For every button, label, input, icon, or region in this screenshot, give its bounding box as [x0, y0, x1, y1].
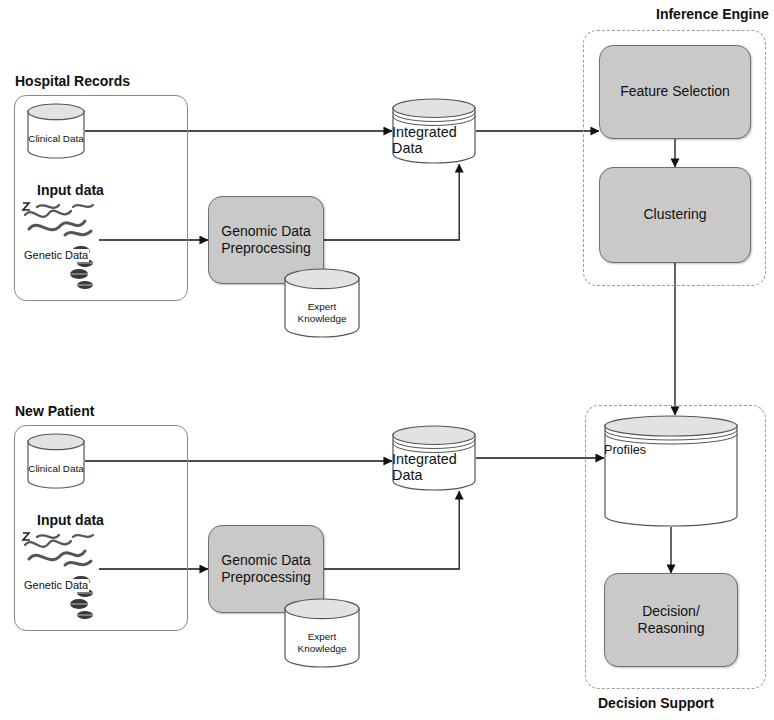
cylinder-top — [285, 599, 359, 619]
genetic-data-image: Genetic Data — [19, 199, 99, 295]
cylinder-top — [393, 99, 475, 117]
node-label: Integrated Data — [392, 451, 476, 483]
process-box: Decision/ Reasoning — [604, 573, 738, 667]
dna-strand — [77, 285, 93, 286]
protein-ribbon — [29, 551, 85, 560]
database-cylinder: Clinical Data — [27, 103, 85, 159]
cylinder-ring — [393, 439, 475, 448]
cylinder-ring — [393, 443, 475, 452]
protein-ribbon — [73, 205, 93, 207]
protein-illustration — [19, 199, 99, 295]
group-heading: Decision Support — [598, 695, 714, 711]
genetic-data-image: Genetic Data — [19, 529, 99, 625]
cylinder-top — [393, 426, 475, 444]
cylinder-shape — [27, 103, 85, 159]
process-label: Clustering — [643, 206, 706, 224]
protein-ribbon — [25, 211, 71, 217]
dna-strand — [77, 615, 93, 616]
protein-ribbon — [65, 561, 91, 565]
database-cylinder: Clinical Data — [27, 433, 85, 489]
flow-arrow — [99, 239, 208, 240]
group-heading: Inference Engine — [656, 6, 769, 22]
group-subheading: Input data — [37, 182, 104, 198]
protein-ribbon — [73, 535, 93, 537]
cylinder-ring — [605, 430, 737, 440]
cylinder-ring — [393, 116, 475, 125]
flow-arrow — [670, 527, 671, 573]
cylinder-top — [605, 416, 737, 436]
illustration-mark — [23, 203, 30, 210]
node-label: Profiles — [604, 443, 738, 457]
database-cylinder: Profiles — [604, 415, 738, 527]
dashed-group: Inference EngineFeature SelectionCluster… — [583, 30, 766, 286]
node-label: Expert Knowledge — [284, 631, 360, 655]
cylinder-ring — [605, 434, 737, 444]
process-label: Decision/ Reasoning — [611, 603, 731, 638]
process-box: Clustering — [599, 167, 751, 263]
node-label: Genetic Data — [23, 579, 89, 592]
node-label: Expert Knowledge — [284, 301, 360, 325]
node-label: Genetic Data — [23, 249, 89, 262]
process-label: Genomic Data Preprocessing — [215, 223, 317, 258]
group-panel: Hospital RecordsInput dataClinical DataG… — [14, 95, 188, 301]
dna-strand — [70, 599, 88, 609]
flow-arrow — [85, 130, 392, 131]
dna-strand — [77, 593, 93, 594]
cylinder-top — [285, 269, 359, 289]
dna-strand — [77, 281, 93, 289]
protein-ribbon — [65, 231, 91, 235]
cylinder-shape — [604, 415, 738, 527]
dna-strand — [77, 263, 93, 264]
cylinder-body — [605, 425, 737, 526]
protein-ribbon — [29, 221, 85, 230]
cylinder-top — [28, 104, 84, 120]
database-cylinder: Expert Knowledge — [284, 268, 360, 338]
dashed-group: Decision SupportProfilesDecision/ Reason… — [585, 405, 766, 689]
group-panel: New PatientInput dataClinical DataGeneti… — [14, 425, 188, 631]
protein-ribbon — [37, 205, 59, 208]
process-label: Genomic Data Preprocessing — [215, 552, 317, 587]
database-cylinder: Expert Knowledge — [284, 598, 360, 668]
cylinder-shape — [27, 433, 85, 489]
node-label: Clinical Data — [28, 463, 83, 475]
dna-strand — [70, 274, 88, 275]
flow-arrow — [324, 164, 459, 240]
process-label: Feature Selection — [620, 83, 730, 101]
group-subheading: Input data — [37, 512, 104, 528]
process-box: Feature Selection — [599, 45, 751, 139]
flow-arrow — [476, 130, 599, 131]
protein-ribbon — [37, 535, 59, 538]
flow-arrow — [674, 139, 675, 167]
group-heading: Hospital Records — [15, 73, 130, 89]
node-label: Integrated Data — [392, 124, 476, 156]
group-heading: New Patient — [15, 403, 94, 419]
dna-strand — [70, 604, 88, 605]
database-cylinder: Integrated Data — [392, 98, 476, 164]
flow-arrow — [324, 491, 459, 569]
cylinder-ring — [393, 112, 475, 121]
dna-strand — [70, 269, 88, 279]
dna-strand — [77, 611, 93, 619]
node-label: Clinical Data — [28, 133, 83, 145]
flow-arrow — [99, 568, 208, 569]
flow-arrow — [85, 460, 392, 461]
protein-ribbon — [25, 541, 71, 547]
database-cylinder: Integrated Data — [392, 425, 476, 491]
cylinder-top — [28, 434, 84, 450]
illustration-mark — [23, 533, 30, 540]
protein-illustration — [19, 529, 99, 625]
